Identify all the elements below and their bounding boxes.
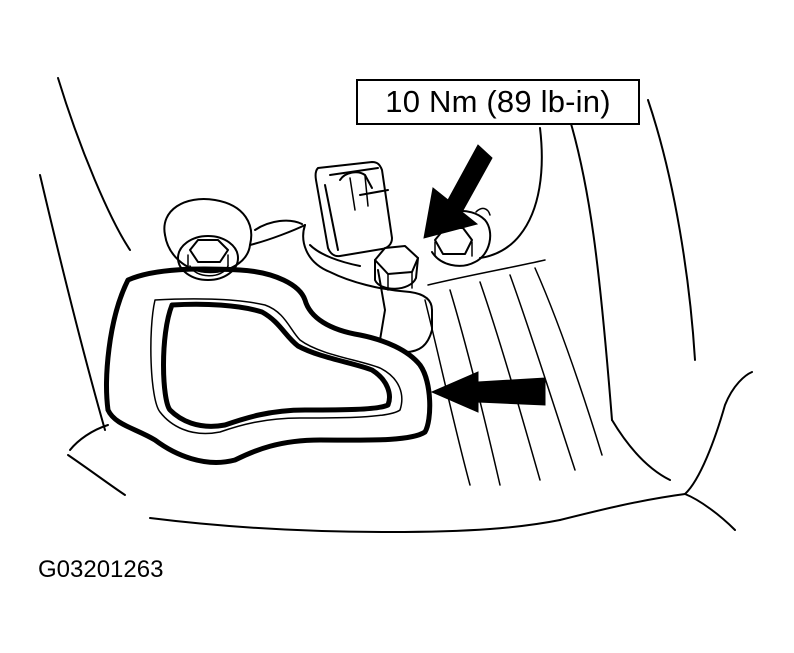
arrow-down-left-icon [423,144,493,239]
cooling-fins [424,259,603,486]
cover-plate [104,266,433,465]
arrow-left-icon [430,371,546,413]
sensor-connector [314,161,393,258]
transmission-housing [39,77,753,533]
torque-callout-box: 10 Nm (89 lb-in) [356,79,640,125]
sensor-body [249,219,433,353]
torque-callout-text: 10 Nm (89 lb-in) [385,84,611,119]
figure-id-label: G03201263 [38,556,164,583]
sensor-bolt [374,245,419,291]
